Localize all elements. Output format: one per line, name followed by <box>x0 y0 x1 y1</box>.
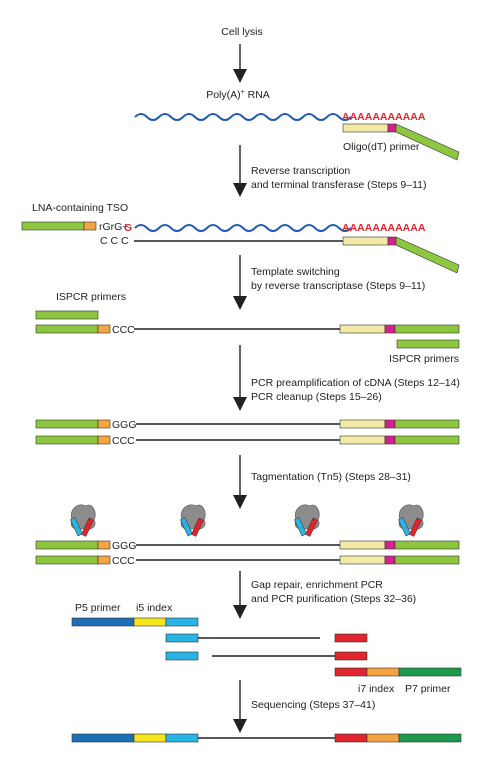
tso-rg-label: rGrG+ <box>99 221 128 233</box>
tn5-transposome-1 <box>70 504 96 537</box>
cdna3-orange <box>97 324 111 334</box>
dscdna-bottom-green <box>35 435 99 445</box>
lib-p7 <box>398 733 462 743</box>
frag-top-cyan <box>165 633 199 643</box>
dscdna-top-green <box>35 419 99 429</box>
dscdna-bottom-yellow <box>339 435 386 445</box>
cdna3-green-right <box>394 324 460 334</box>
cdna3-magenta <box>384 324 396 334</box>
oligo-dt-yellow-segment <box>342 123 389 133</box>
step-reverse-transcription-line1: Reverse transcription <box>251 165 350 177</box>
dscdna-bottom-green-right <box>394 435 460 445</box>
lib-p5 <box>71 733 135 743</box>
ccc-spaced-label: C C C <box>100 235 129 247</box>
dscdna-top-orange <box>97 419 111 429</box>
ispcr-primer-top <box>35 310 99 320</box>
tn5-transposome-4 <box>398 504 424 537</box>
cdna3-ccc: CCC <box>112 324 135 336</box>
dscdna-bottom-magenta <box>384 435 396 445</box>
lib-cyan <box>165 733 199 743</box>
rna-strand <box>134 113 352 121</box>
lib-i5 <box>133 733 167 743</box>
polya-tail-1: AAAAAAAAAAA <box>342 111 426 123</box>
tso-orange-segment <box>83 221 97 231</box>
i7-index-bar <box>366 667 400 677</box>
dscdna-top-yellow <box>339 419 386 429</box>
step-gap-repair-line2: and PCR purification (Steps 32–36) <box>251 593 416 605</box>
tn5-transposome-2 <box>180 504 206 537</box>
tag-top-green-right <box>394 540 460 550</box>
tag-bottom-yellow <box>339 555 386 565</box>
tag-top-yellow <box>339 540 386 550</box>
oligo-dt-green-tail <box>395 123 460 161</box>
tag-top-ggg: GGG <box>112 540 137 552</box>
oligo-dt-magenta-segment <box>387 123 397 133</box>
adapter-cyan-1 <box>165 617 199 627</box>
lib-red <box>334 733 368 743</box>
i7-index-label: i7 index <box>358 683 395 695</box>
first-strand-green-tail <box>395 236 460 274</box>
cdna3-green <box>35 324 99 334</box>
tag-bottom-magenta <box>384 555 396 565</box>
lna-tso-label: LNA-containing TSO <box>32 202 128 214</box>
frag-top-red <box>334 633 368 643</box>
first-strand-magenta <box>387 236 397 246</box>
frag-bottom-red <box>334 651 368 661</box>
polya-rna-label: Poly(A)+ RNA <box>206 89 270 101</box>
first-strand-yellow <box>342 236 389 246</box>
step-template-switching-line2: by reverse transcriptase (Steps 9–11) <box>251 280 425 292</box>
step-tagmentation: Tagmentation (Tn5) (Steps 28–31) <box>251 471 411 483</box>
dscdna-bottom-ccc: CCC <box>112 435 135 447</box>
tag-bottom-orange <box>97 555 111 565</box>
step-pcr-preamp-line1: PCR preamplification of cDNA (Steps 12–1… <box>251 377 460 389</box>
step-reverse-transcription-line2: and terminal transferase (Steps 9–11) <box>251 179 426 191</box>
ispcr-primer-bottom <box>396 339 460 349</box>
polya-tail-2: AAAAAAAAAAA <box>342 222 426 234</box>
tso-green-segment <box>21 221 85 231</box>
cell-lysis-label: Cell lysis <box>221 26 262 38</box>
dscdna-top-ggg: GGG <box>112 419 137 431</box>
tag-bottom-ccc: CCC <box>112 555 135 567</box>
i5-index-label: i5 index <box>136 602 173 614</box>
oligo-dt-label: Oligo(dT) primer <box>343 141 420 153</box>
i7-red-bar <box>334 667 368 677</box>
ispcr-primers-top-label: ISPCR primers <box>56 291 126 303</box>
tag-top-magenta <box>384 540 396 550</box>
tag-bottom-green-right <box>394 555 460 565</box>
i5-index-bar <box>133 617 167 627</box>
p7-primer-label: P7 primer <box>405 683 451 695</box>
p5-primer-label: P5 primer <box>75 602 121 614</box>
cdna3-yellow <box>339 324 386 334</box>
dscdna-bottom-orange <box>97 435 111 445</box>
ispcr-primers-bottom-label: ISPCR primers <box>389 353 459 365</box>
step-gap-repair-line1: Gap repair, enrichment PCR <box>251 579 383 591</box>
step-sequencing: Sequencing (Steps 37–41) <box>251 699 375 711</box>
step-template-switching-line1: Template switching <box>251 266 340 278</box>
p7-primer-bar <box>398 667 462 677</box>
frag-bottom-cyan <box>165 651 199 661</box>
step-pcr-preamp-line2: PCR cleanup (Steps 15–26) <box>251 391 382 403</box>
tag-top-green <box>35 540 99 550</box>
dscdna-top-green-right <box>394 419 460 429</box>
tag-top-orange <box>97 540 111 550</box>
p5-primer-bar <box>71 617 135 627</box>
rna-strand-2 <box>134 224 352 232</box>
lib-i7 <box>366 733 400 743</box>
dscdna-top-magenta <box>384 419 396 429</box>
tag-bottom-green <box>35 555 99 565</box>
tso-lna-g: G <box>124 222 132 234</box>
tn5-transposome-3 <box>294 504 320 537</box>
